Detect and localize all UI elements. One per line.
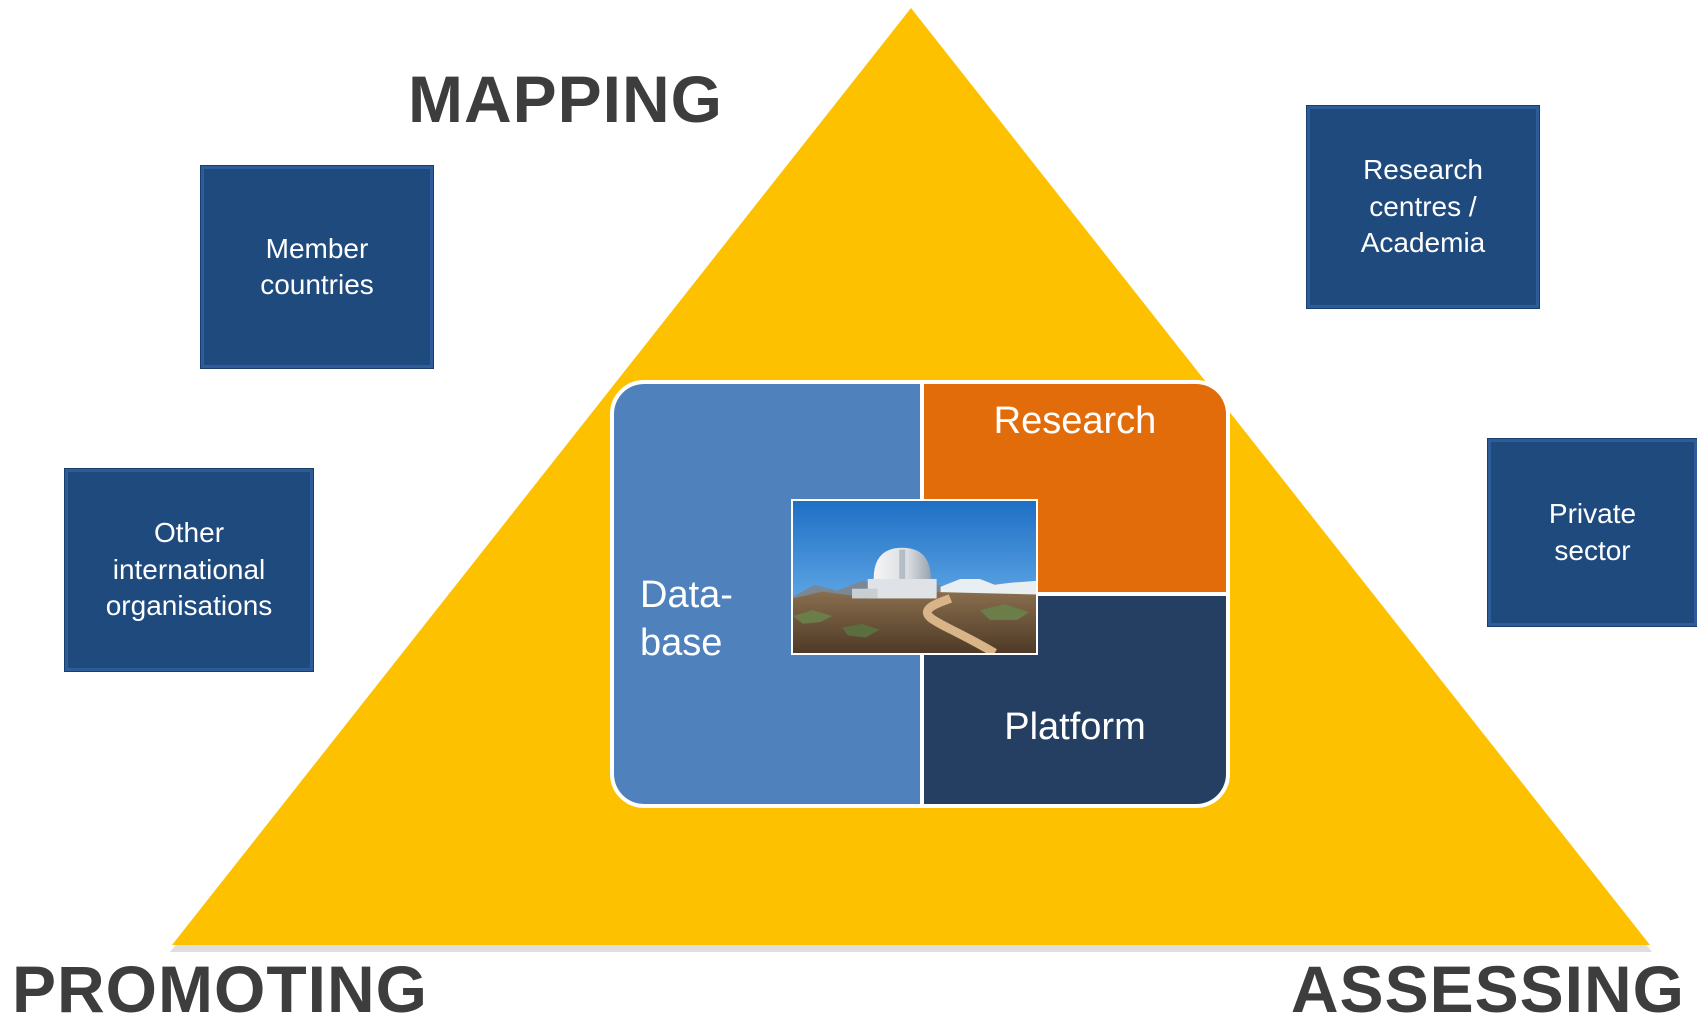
promoting-heading: PROMOTING xyxy=(12,952,428,1026)
private-sector-box: Private sector xyxy=(1488,439,1697,626)
center-block: Data- base Research Platform xyxy=(610,380,1230,808)
research-centres-label: Research centres / Academia xyxy=(1360,154,1486,259)
private-sector-label: Private sector xyxy=(1548,498,1637,566)
observatory-photo xyxy=(791,499,1038,655)
mapping-heading: MAPPING xyxy=(408,62,724,136)
other-organisations-box: Other international organisations xyxy=(65,469,313,671)
other-organisations-label: Other international organisations xyxy=(105,517,273,622)
research-centres-box: Research centres / Academia xyxy=(1307,106,1539,308)
member-countries-label: Member countries xyxy=(260,232,374,300)
database-label: Data- base xyxy=(640,574,733,664)
member-countries-box: Member countries xyxy=(201,166,433,368)
research-label: Research xyxy=(993,400,1157,442)
assessing-heading: ASSESSING xyxy=(1290,952,1685,1026)
platform-label: Platform xyxy=(1004,706,1146,748)
